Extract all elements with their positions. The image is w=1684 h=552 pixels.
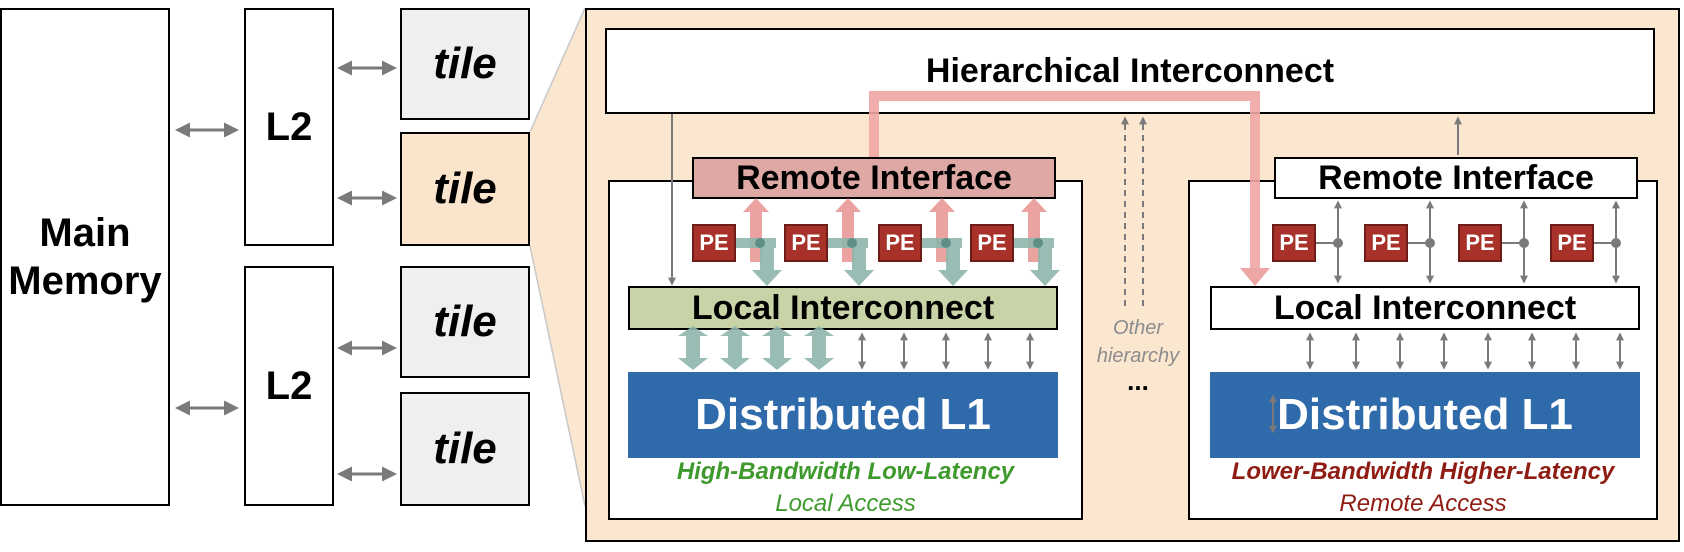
remote-access-path bbox=[869, 91, 1260, 272]
tile-2-highlighted: tile bbox=[400, 132, 530, 246]
ellipsis-label: ... bbox=[1127, 366, 1149, 396]
right-remote-interface: Remote Interface bbox=[1274, 157, 1638, 199]
remote-path-arrowhead bbox=[1240, 268, 1270, 286]
left-pe-2: PE bbox=[784, 224, 828, 262]
left-pe-3: PE bbox=[878, 224, 922, 262]
left-caption-bandwidth: High-Bandwidth Low-Latency bbox=[676, 458, 1015, 485]
left-caption-access: Local Access bbox=[775, 490, 916, 517]
right-local-interconnect: Local Interconnect bbox=[1210, 286, 1640, 330]
left-pe-1: PE bbox=[692, 224, 736, 262]
tile-3: tile bbox=[400, 266, 530, 378]
l2-cache-top: L2 bbox=[244, 8, 334, 246]
right-pe-4: PE bbox=[1550, 224, 1594, 262]
main-memory-box: Main Memory bbox=[0, 8, 170, 506]
tile-4: tile bbox=[400, 392, 530, 506]
right-pe-1: PE bbox=[1272, 224, 1316, 262]
l2-cache-bottom: L2 bbox=[244, 266, 334, 506]
left-pe-arrows bbox=[736, 198, 1060, 286]
left-l1-arrows bbox=[678, 326, 1034, 370]
right-l1-arrows bbox=[1306, 332, 1624, 370]
right-pe-3: PE bbox=[1458, 224, 1502, 262]
left-distributed-l1: Distributed L1 bbox=[628, 372, 1058, 458]
memory-hierarchy-arrows bbox=[175, 60, 397, 482]
right-pe-connectors bbox=[1316, 200, 1620, 284]
right-caption-access: Remote Access bbox=[1339, 490, 1507, 517]
right-caption-bandwidth: Lower-Bandwidth Higher-Latency bbox=[1231, 458, 1615, 485]
left-remote-interface: Remote Interface bbox=[692, 157, 1056, 199]
left-local-interconnect: Local Interconnect bbox=[628, 286, 1058, 330]
other-hierarchy-label: Other hierarchy bbox=[1096, 317, 1180, 367]
left-pe-4: PE bbox=[970, 224, 1014, 262]
tile-1: tile bbox=[400, 8, 530, 120]
right-pe-2: PE bbox=[1364, 224, 1408, 262]
right-distributed-l1: Distributed L1 bbox=[1210, 372, 1640, 458]
